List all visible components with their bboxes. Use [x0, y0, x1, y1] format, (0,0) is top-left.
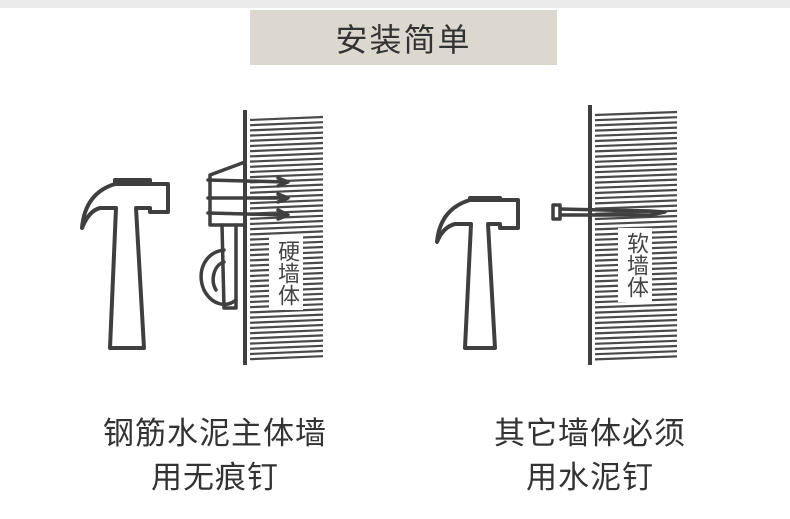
wall-hatch-line: [249, 152, 324, 158]
wall-hatch-line: [594, 121, 678, 127]
wall-hatch-line: [594, 188, 678, 195]
wall-hatch-line: [249, 313, 324, 319]
wall-hatch-line: [594, 157, 678, 163]
wall-hatch-line: [594, 136, 678, 143]
wall-hatch-line: [249, 173, 324, 179]
wall-hatch-line: [249, 329, 324, 335]
wall-hatch-line: [594, 178, 678, 184]
wall-hatch-line: [594, 152, 678, 158]
wall-hatch-line: [249, 355, 324, 361]
wall-hatch-line: [594, 303, 678, 309]
wall-hatch-line: [249, 323, 324, 330]
hammer-icon: [80, 178, 170, 350]
wall-hatch-line: [249, 126, 324, 132]
wall-hatch-line: [594, 204, 678, 210]
page-title: 安装简单: [335, 20, 472, 59]
wall-hatch-line: [249, 219, 324, 226]
wall-hatch-line: [594, 110, 678, 117]
left-wall-label: 硬墙体: [269, 236, 303, 310]
left-caption-line2: 用无痕钉: [151, 460, 279, 496]
wall-hatch-line: [594, 220, 678, 226]
wall-hatch-line: [594, 131, 678, 137]
wall-hatch-line: [249, 199, 324, 205]
wall-hatch-line: [594, 173, 678, 179]
wall-hatch-line: [594, 126, 678, 132]
wall-hatch-line: [594, 329, 678, 335]
wall-hatch-line: [249, 339, 324, 345]
wall-hatch-line: [249, 147, 324, 153]
right-figure: [435, 105, 678, 365]
left-caption-line1: 钢筋水泥主体墙: [103, 416, 327, 452]
right-caption-line2: 用水泥钉: [526, 460, 654, 496]
wall-hatch-line: [249, 115, 324, 122]
wall-hatch-line: [249, 141, 324, 148]
wall-hatch-line: [249, 136, 324, 142]
wall-hatch-line: [594, 183, 678, 189]
wall-hatch-line: [594, 308, 678, 314]
wall-hatch-line: [594, 142, 678, 148]
hammer-icon: [435, 196, 520, 350]
wall-hatch-line: [594, 339, 678, 345]
wall-hatch-line: [249, 308, 324, 314]
wall-hatch-line: [249, 230, 324, 236]
wall-hatch-line: [249, 131, 324, 137]
wall-hatch-line: [249, 157, 324, 163]
top-strip: [0, 0, 790, 8]
wall-hatch-line: [594, 313, 678, 319]
wall-hatch-line: [249, 188, 324, 194]
wall-hatch-line: [249, 349, 324, 356]
wall-icon: [588, 105, 678, 365]
wall-hatch-line: [249, 167, 324, 174]
wall-hatch-line: [249, 225, 324, 231]
wall-hatch-line: [249, 334, 324, 340]
hook-icon: [199, 160, 290, 310]
title-banner: 安装简单: [250, 10, 557, 65]
wall-hatch-line: [594, 194, 678, 200]
wall-hatch-line: [249, 162, 324, 168]
right-caption-line1: 其它墙体必须: [494, 416, 686, 452]
wall-hatch-line: [594, 355, 678, 361]
wall-hatch-line: [594, 225, 678, 231]
wall-hatch-line: [249, 344, 324, 350]
nail-icon: [551, 203, 667, 221]
wall-hatch-line: [249, 121, 324, 127]
wall-hatch-line: [249, 183, 324, 189]
wall-hatch-line: [594, 324, 678, 330]
wall-hatch-line: [594, 214, 678, 221]
right-wall-label: 软墙体: [618, 228, 652, 302]
wall-hatch-line: [249, 204, 324, 210]
wall-hatch-line: [594, 199, 678, 205]
wall-hatch-line: [594, 334, 678, 340]
wall-hatch-line: [594, 350, 678, 356]
wall-hatch-line: [594, 318, 678, 325]
wall-hatch-line: [249, 318, 324, 324]
wall-hatch-line: [594, 168, 678, 174]
wall-hatch-line: [594, 162, 678, 169]
wall-hatch-line: [594, 116, 678, 122]
wall-hatch-line: [594, 147, 678, 153]
wall-hatch-line: [594, 344, 678, 351]
